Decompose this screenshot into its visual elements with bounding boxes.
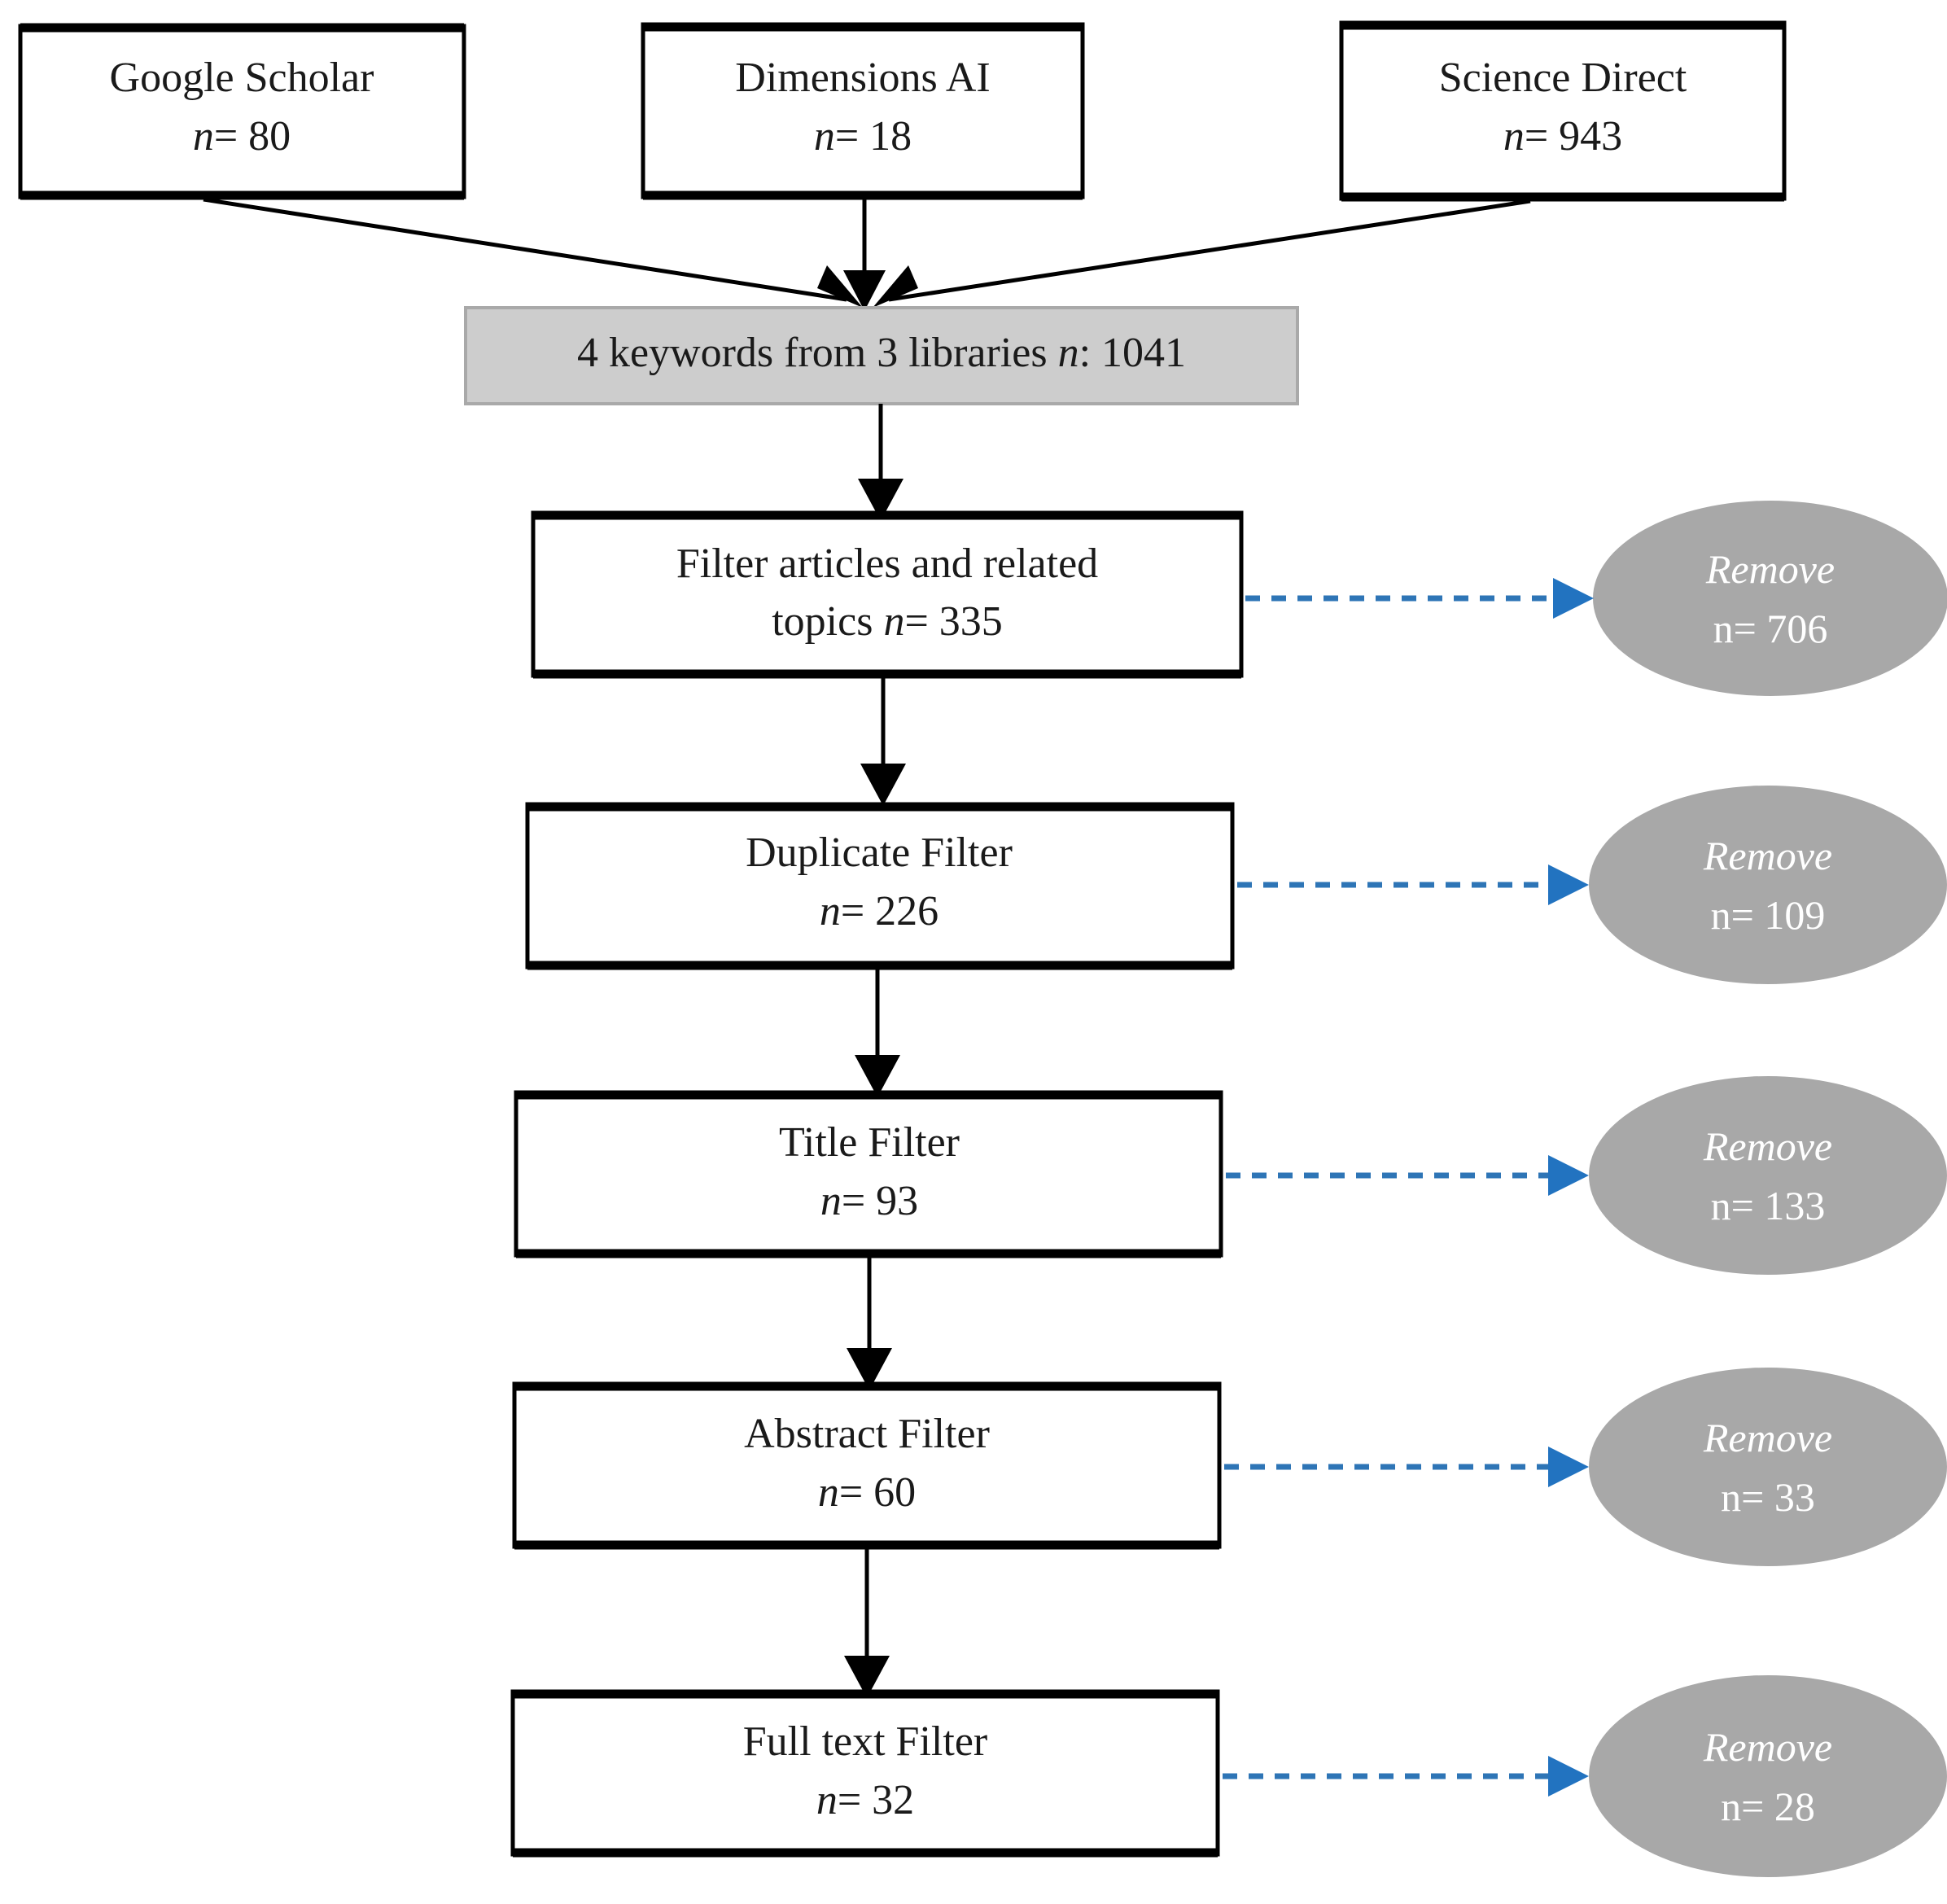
remove-count-3: n= 133: [1711, 1183, 1826, 1228]
connector-title-to-abstract: [847, 1257, 892, 1390]
stage-label-abstract-filter-line1: Abstract Filter: [744, 1411, 990, 1457]
remove-ellipse-after-title-filter[interactable]: Remove n= 133: [1589, 1076, 1947, 1275]
stage-box-duplicate-filter[interactable]: Duplicate Filter n= 226: [525, 802, 1235, 970]
connector-google-scholar-to-summary: [203, 197, 863, 308]
dashed-connector-full-text-filter-to-remove: [1223, 1756, 1589, 1797]
remove-count-1: n= 706: [1713, 606, 1828, 651]
remove-label-3: Remove: [1703, 1123, 1832, 1169]
dashed-connector-duplicate-filter-to-remove: [1237, 864, 1589, 905]
source-label-science-direct: Science Direct: [1439, 55, 1687, 101]
connector-science-direct-to-summary: [873, 199, 1531, 308]
stage-label-abstract-filter-line2: n= 60: [818, 1469, 916, 1516]
stage-box-abstract-filter[interactable]: Abstract Filter n= 60: [512, 1381, 1222, 1550]
source-count-dimensions-ai: n= 18: [814, 113, 912, 160]
source-box-dimensions-ai[interactable]: Dimensions AI n= 18: [641, 22, 1085, 200]
summary-box-keywords[interactable]: 4 keywords from 3 libraries n: 1041: [464, 306, 1299, 405]
source-count-google-scholar: n= 80: [193, 113, 291, 160]
remove-ellipse-after-filter-articles[interactable]: Remove n= 706: [1593, 501, 1947, 696]
remove-count-5: n= 28: [1721, 1784, 1815, 1829]
source-count-science-direct: n= 943: [1503, 113, 1622, 160]
stage-label-duplicate-filter-line1: Duplicate Filter: [746, 829, 1013, 876]
remove-count-4: n= 33: [1721, 1474, 1815, 1520]
dashed-connector-abstract-filter-to-remove: [1224, 1447, 1589, 1487]
remove-label-1: Remove: [1705, 546, 1835, 592]
connector-abstract-to-full-text: [844, 1548, 890, 1698]
remove-ellipse-after-duplicate-filter[interactable]: Remove n= 109: [1589, 786, 1947, 984]
remove-ellipse-after-full-text-filter[interactable]: Remove n= 28: [1589, 1675, 1947, 1877]
stage-box-title-filter[interactable]: Title Filter n= 93: [514, 1090, 1223, 1258]
dashed-connector-title-filter-to-remove: [1226, 1155, 1589, 1196]
remove-label-4: Remove: [1703, 1415, 1832, 1460]
stage-label-full-text-filter-line1: Full text Filter: [743, 1718, 987, 1765]
connector-summary-to-filter-articles: [858, 404, 903, 521]
dashed-connector-filter-articles-to-remove: [1245, 578, 1594, 619]
stage-label-title-filter-line1: Title Filter: [779, 1119, 960, 1166]
stage-label-filter-articles-line1: Filter articles and related: [676, 541, 1098, 587]
stage-box-full-text-filter[interactable]: Full text Filter n= 32: [510, 1689, 1220, 1858]
stage-label-full-text-filter-line2: n= 32: [816, 1777, 914, 1823]
stage-label-title-filter-line2: n= 93: [820, 1178, 918, 1224]
source-box-science-direct[interactable]: Science Direct n= 943: [1339, 20, 1787, 202]
remove-ellipse-after-abstract-filter[interactable]: Remove n= 33: [1589, 1368, 1947, 1566]
remove-label-2: Remove: [1703, 833, 1832, 878]
stage-label-filter-articles-line2: topics n= 335: [772, 598, 1003, 645]
connector-filter-articles-to-duplicate: [860, 677, 906, 806]
remove-label-5: Remove: [1703, 1724, 1832, 1770]
stage-box-filter-articles-related-topics[interactable]: Filter articles and related topics n= 33…: [531, 510, 1244, 679]
remove-count-2: n= 109: [1711, 892, 1826, 938]
stage-label-duplicate-filter-line2: n= 226: [820, 888, 938, 934]
source-label-google-scholar: Google Scholar: [110, 55, 374, 101]
summary-label: 4 keywords from 3 libraries n: 1041: [577, 330, 1186, 376]
connector-duplicate-to-title: [855, 969, 900, 1097]
source-label-dimensions-ai: Dimensions AI: [735, 55, 990, 101]
connector-dimensions-ai-to-summary: [843, 199, 886, 311]
source-box-google-scholar[interactable]: Google Scholar n= 80: [18, 23, 466, 200]
